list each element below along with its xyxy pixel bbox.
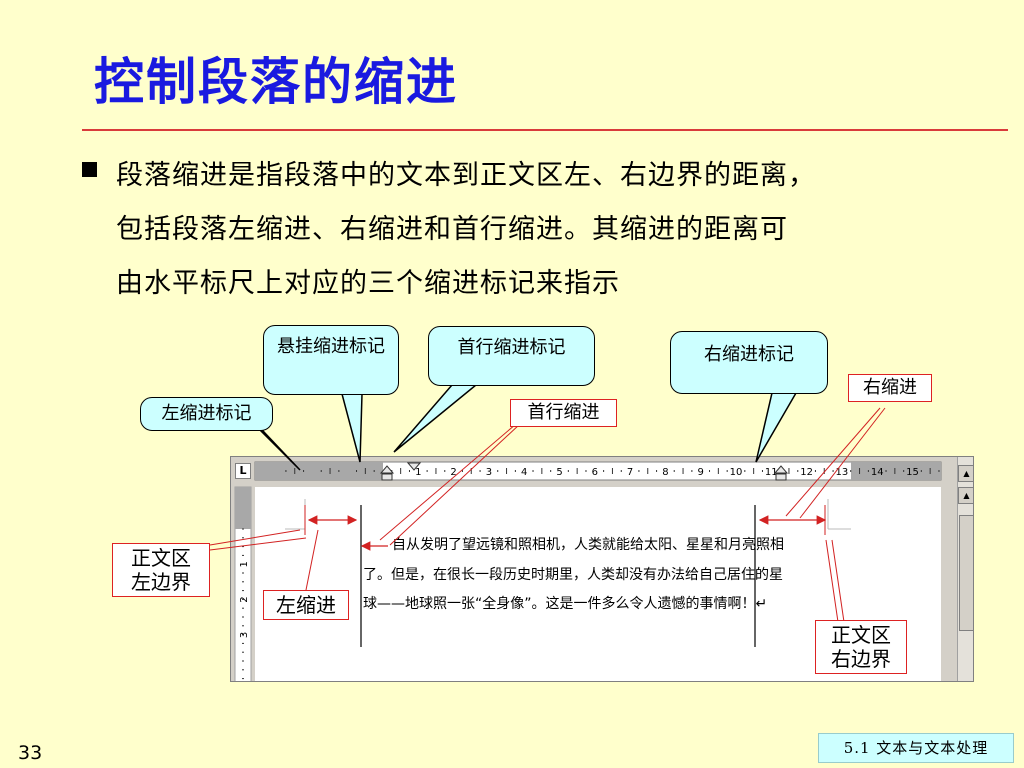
ruler-number: 2 [450,467,456,478]
doc-line-1: 自从发明了望远镜和照相机，人类就能给太阳、星星和月亮照相 [392,537,784,553]
label-right-indent: 右缩进 [848,374,932,402]
ruler-number: 1 [415,467,421,478]
ruler-number: 7 [627,467,633,478]
ruler-number: 3 [486,467,492,478]
right-indent-marker-icon[interactable] [773,465,789,474]
slide-title: 控制段落的缩进 [94,52,458,111]
page-number: 33 [18,742,43,764]
label-left-indent: 左缩进 [263,590,349,620]
tab-selector-button[interactable]: L [235,463,251,479]
body-line-2: 包括段落左缩进、右缩进和首行缩进。其缩进的距离可 [116,214,788,245]
left-indent-marker-icon[interactable] [381,473,393,481]
callout-first-line-marker: 首行缩进标记 [428,326,595,386]
body-line-1: 段落缩进是指段落中的文本到正文区左、右边界的距离， [116,160,816,191]
ruler-number: 8 [662,467,668,478]
scroll-up-icon[interactable]: ▲ [958,465,973,482]
ruler-number: 14 [871,467,884,478]
label-first-line-indent: 首行缩进 [510,399,617,427]
vruler-number: 1 [239,561,250,567]
ruler-number: 10 [730,467,743,478]
section-tag: 5.1 文本与文本处理 [818,733,1014,763]
title-divider [82,129,1008,131]
ruler-number: 5 [556,467,562,478]
label-body-right-boundary: 正文区 右边界 [815,620,907,674]
ruler-number: 15 [906,467,919,478]
vertical-ruler[interactable]: 1 2 3 [234,486,252,682]
vruler-number: 3 [239,632,250,638]
ruler-number: 11 [765,467,778,478]
square-bullet-icon [82,162,97,177]
scroll-thumb[interactable] [959,515,973,631]
vertical-scrollbar[interactable]: ▲ ▲ [957,457,973,681]
ruler-number: 9 [698,467,704,478]
scroll-down-icon[interactable]: ▲ [958,487,973,504]
callout-left-indent-marker: 左缩进标记 [140,397,273,431]
ruler-number: 6 [592,467,598,478]
doc-line-2: 了。但是，在很长一段历史时期里，人类却没有办法给自己居住的星 [363,567,783,583]
body-line-3: 由水平标尺上对应的三个缩进标记来指示 [116,268,620,299]
vruler-number: 2 [239,596,250,602]
ruler-number: 12 [800,467,813,478]
label-body-left-boundary: 正文区 左边界 [112,543,210,597]
doc-line-3: 球——地球照一张“全身像”。这是一件多么令人遗憾的事情啊！↵ [363,596,768,612]
ruler-number: 13 [836,467,849,478]
callout-hanging-indent-marker: 悬挂缩进标记 [263,325,399,395]
ruler-number: 4 [521,467,527,478]
callout-right-indent-marker: 右缩进标记 [670,331,828,394]
